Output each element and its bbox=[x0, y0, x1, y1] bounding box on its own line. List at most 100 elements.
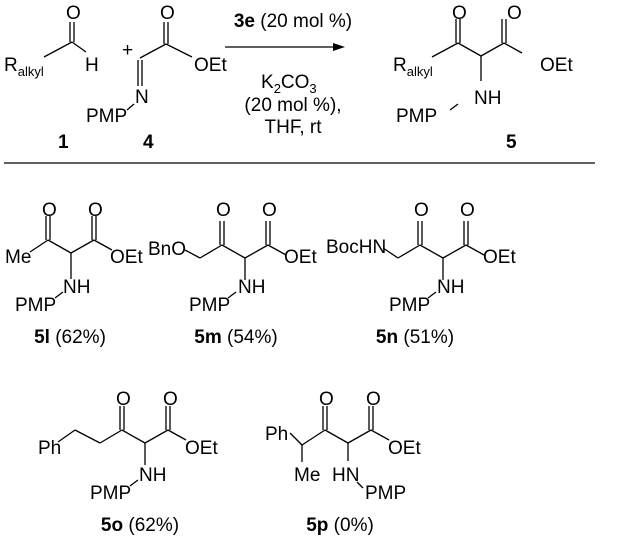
atom-label: Ph bbox=[265, 424, 288, 445]
compound-label: 5p (0%) bbox=[306, 515, 374, 536]
atom-label: OEt bbox=[483, 247, 516, 268]
atom-label: Me bbox=[5, 247, 31, 268]
atom-label: NH bbox=[437, 277, 464, 298]
product-5p: O O Ph OEt Me HN PMP 5p (0%) bbox=[265, 389, 421, 536]
atom-label: PMP bbox=[90, 483, 131, 504]
bond bbox=[126, 103, 135, 111]
atom-label: NH bbox=[474, 88, 501, 109]
atom-label: NH bbox=[139, 465, 166, 486]
bond bbox=[99, 429, 123, 444]
product-5l: O O Me OEt NH PMP 5l (62%) bbox=[5, 200, 143, 348]
plus-sign: + bbox=[122, 40, 133, 61]
atom-label: PMP bbox=[86, 106, 127, 127]
bond bbox=[121, 429, 146, 444]
arrow-head-icon bbox=[333, 43, 345, 51]
atom-label: BocHN bbox=[326, 237, 386, 258]
bond bbox=[199, 244, 223, 259]
atom-label: OEt bbox=[194, 55, 227, 76]
atom-label: O bbox=[460, 200, 475, 221]
atom-label: O bbox=[116, 389, 131, 410]
reactant-1: Ralkyl O H 1 bbox=[4, 3, 99, 153]
bond bbox=[289, 432, 303, 446]
bond bbox=[244, 244, 269, 259]
reaction-conditions: 3e (20 mol %) K2CO3 (20 mol %), THF, rt bbox=[234, 11, 352, 138]
atom-label: O bbox=[216, 200, 231, 221]
bond bbox=[93, 239, 113, 251]
bond bbox=[227, 291, 237, 299]
atom-label: BnO bbox=[148, 239, 186, 260]
atom-label: Me bbox=[294, 465, 320, 486]
bond bbox=[356, 481, 364, 489]
product-5m: O O BnO OEt NH PMP 5m (54%) bbox=[148, 200, 317, 348]
atom-label: O bbox=[452, 3, 467, 24]
atom-label: PMP bbox=[396, 106, 437, 127]
atom-label: OEt bbox=[284, 247, 317, 268]
atom-label: OEt bbox=[185, 438, 218, 459]
bond bbox=[184, 249, 201, 259]
bond bbox=[301, 429, 326, 446]
atom-label: O bbox=[262, 200, 277, 221]
bond bbox=[324, 429, 349, 444]
catalyst-text: 3e (20 mol %) bbox=[234, 11, 352, 32]
atom-label: PMP bbox=[389, 295, 430, 316]
bond bbox=[465, 244, 485, 256]
bond bbox=[47, 239, 72, 254]
atom-label: O bbox=[366, 389, 381, 410]
atom-label: OEt bbox=[388, 438, 421, 459]
bond bbox=[144, 429, 169, 444]
atom-label: PMP bbox=[189, 295, 230, 316]
bond bbox=[442, 244, 467, 259]
bond bbox=[382, 247, 399, 259]
bond bbox=[221, 244, 246, 259]
product-5: Ralkyl O O OEt NH PMP 5 bbox=[393, 3, 573, 153]
atom-label: H bbox=[85, 55, 99, 76]
atom-label: NH bbox=[238, 277, 265, 298]
atom-label: Ph bbox=[38, 438, 61, 459]
product-5o: O O Ph OEt NH PMP 5o (62%) bbox=[38, 389, 218, 536]
atom-label: Ralkyl bbox=[4, 55, 44, 79]
atom-label: HN bbox=[332, 465, 359, 486]
atom-label: PMP bbox=[365, 483, 406, 504]
atom-label: O bbox=[163, 389, 178, 410]
bond bbox=[74, 429, 101, 444]
bond bbox=[70, 239, 95, 254]
bond bbox=[57, 429, 76, 443]
atom-label: O bbox=[319, 389, 334, 410]
atom-label: O bbox=[160, 3, 175, 24]
solvent-text: THF, rt bbox=[265, 117, 323, 138]
bond bbox=[449, 103, 459, 111]
compound-label: 5l (62%) bbox=[34, 327, 106, 348]
bond bbox=[427, 291, 437, 299]
atom-label: O bbox=[66, 3, 81, 24]
bond bbox=[71, 41, 87, 53]
bond bbox=[129, 479, 139, 487]
atom-label: O bbox=[42, 200, 57, 221]
base-text: K2CO3 bbox=[261, 72, 317, 96]
atom-label: Ralkyl bbox=[393, 55, 433, 79]
atom-label: OEt bbox=[110, 247, 143, 268]
bond bbox=[480, 42, 505, 57]
atom-label: N bbox=[135, 87, 149, 108]
atom-label: O bbox=[88, 200, 103, 221]
atom-label: OEt bbox=[540, 55, 573, 76]
compound-label: 1 bbox=[58, 132, 69, 153]
bond-lines bbox=[4, 19, 595, 489]
compound-label: 5 bbox=[506, 132, 517, 153]
bond bbox=[167, 429, 187, 441]
bond bbox=[43, 41, 73, 58]
bond bbox=[347, 429, 372, 444]
bond bbox=[419, 244, 444, 259]
bond bbox=[397, 244, 421, 259]
compound-label: 5m (54%) bbox=[194, 327, 277, 348]
bond bbox=[267, 244, 287, 256]
bond bbox=[54, 291, 64, 299]
bond bbox=[29, 239, 49, 253]
atom-label: O bbox=[507, 3, 522, 24]
bond bbox=[503, 42, 523, 54]
bond bbox=[457, 42, 482, 57]
product-5n: O O BocHN OEt NH PMP 5n (51%) bbox=[326, 200, 516, 348]
atom-label: PMP bbox=[15, 295, 56, 316]
bond bbox=[370, 429, 390, 441]
bond bbox=[431, 42, 459, 58]
